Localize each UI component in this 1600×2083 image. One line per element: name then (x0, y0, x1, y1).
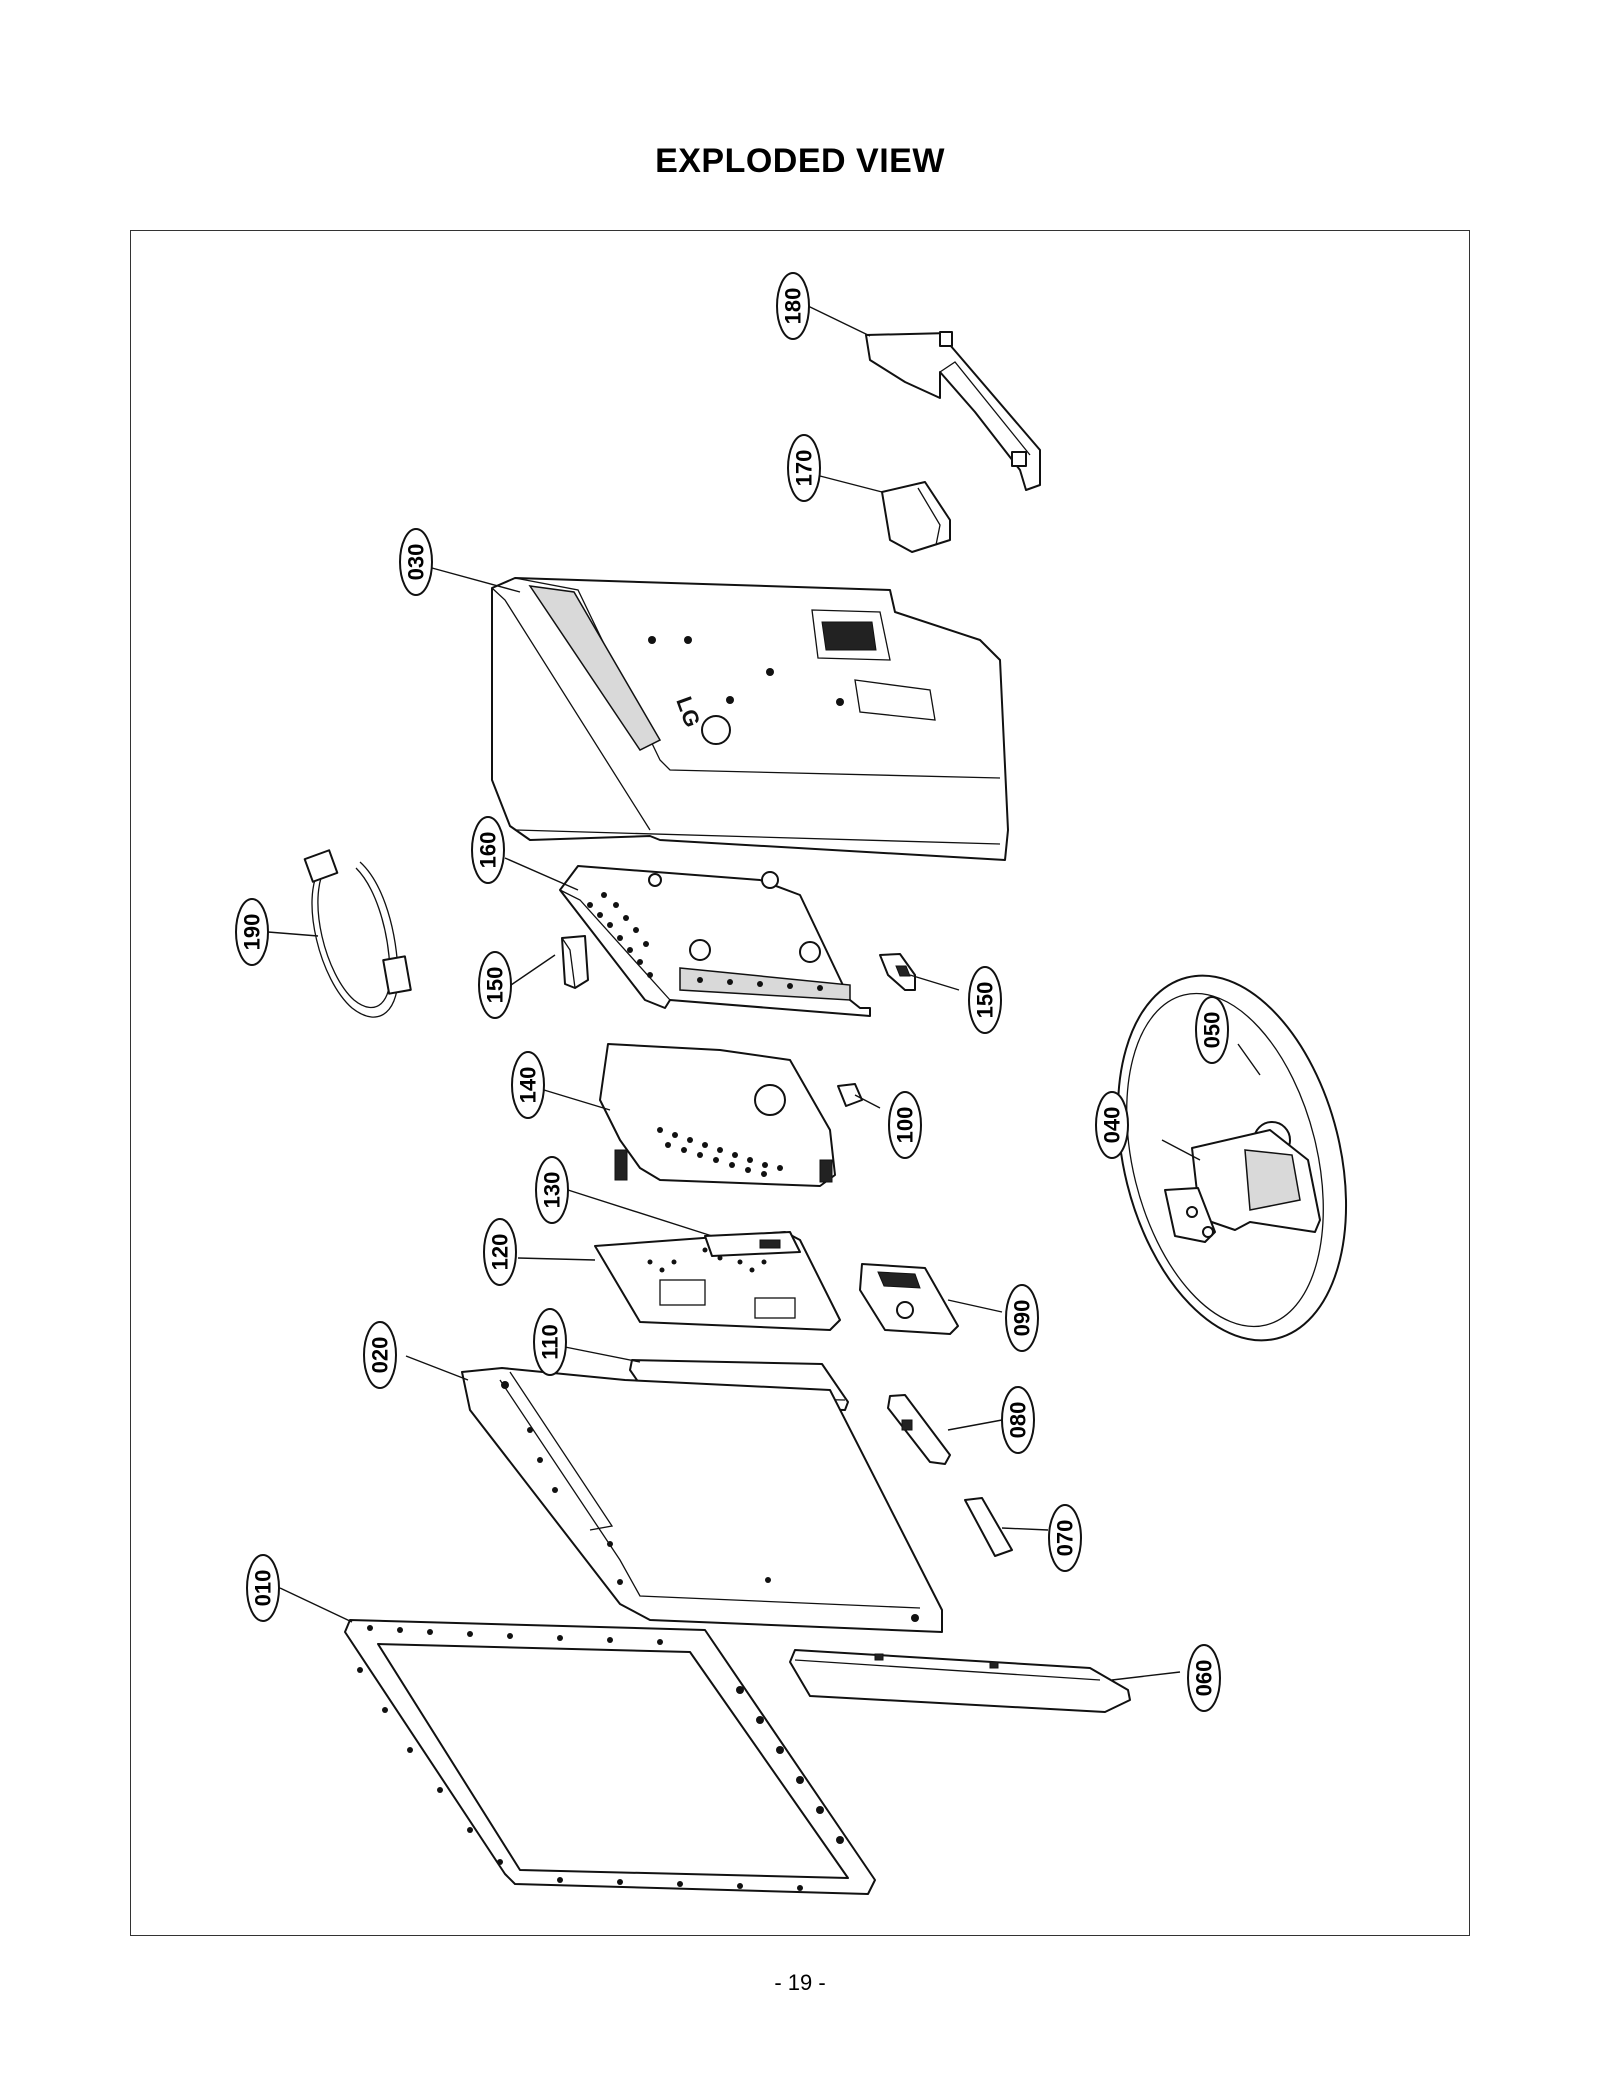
callout-130: 130 (535, 1156, 569, 1224)
callout-010: 010 (246, 1554, 280, 1622)
callout-150-right: 150 (968, 966, 1002, 1034)
svg-text:080: 080 (1006, 1402, 1031, 1439)
part-020-frame (461, 1367, 943, 1633)
part-090-bracket (859, 1263, 959, 1335)
svg-text:040: 040 (1100, 1107, 1125, 1144)
callout-150-left: 150 (478, 951, 512, 1019)
part-140-shield-plate (599, 1043, 836, 1187)
svg-text:150: 150 (483, 967, 508, 1004)
svg-text:090: 090 (1010, 1300, 1035, 1337)
svg-text:130: 130 (540, 1172, 565, 1209)
svg-text:180: 180 (781, 288, 806, 325)
part-170-cover (881, 481, 951, 553)
part-150-right-clip (879, 953, 916, 991)
page-title: EXPLODED VIEW (655, 142, 945, 180)
diagram-frame (130, 230, 1470, 1936)
svg-text:060: 060 (1192, 1660, 1217, 1697)
svg-text:030: 030 (404, 544, 429, 581)
part-150-left-clip (561, 935, 589, 989)
svg-text:010: 010 (251, 1570, 276, 1607)
part-010-front-bezel (344, 1619, 876, 1895)
svg-text:100: 100 (893, 1107, 918, 1144)
callout-040: 040 (1095, 1091, 1129, 1159)
svg-text:150: 150 (973, 982, 998, 1019)
svg-text:160: 160 (476, 832, 501, 869)
svg-text:110: 110 (538, 1324, 563, 1360)
part-080-connector (887, 1394, 951, 1465)
callout-070: 070 (1048, 1504, 1082, 1572)
callouts: 180 170 030 160 190 150 150 050 (235, 272, 1229, 1712)
callout-080: 080 (1001, 1386, 1035, 1454)
svg-text:050: 050 (1200, 1012, 1225, 1049)
callout-090: 090 (1005, 1284, 1039, 1352)
callout-190: 190 (235, 898, 269, 966)
callout-160: 160 (471, 816, 505, 884)
part-180-bracket (865, 331, 1041, 491)
part-100-block (837, 1083, 863, 1107)
svg-text:120: 120 (488, 1234, 513, 1271)
part-130-board-component (704, 1231, 801, 1257)
callout-020: 020 (363, 1321, 397, 1389)
part-070-plate (964, 1497, 1013, 1557)
callout-170: 170 (787, 434, 821, 502)
callout-180: 180 (776, 272, 810, 340)
page-number: - 19 - (774, 1970, 826, 1995)
svg-text:140: 140 (516, 1067, 541, 1104)
callout-030: 030 (399, 528, 433, 596)
callout-140: 140 (511, 1051, 545, 1119)
part-120-main-board (594, 1231, 841, 1331)
part-030-back-cover: LG (491, 577, 1009, 861)
svg-text:070: 070 (1053, 1520, 1078, 1557)
svg-text:190: 190 (240, 914, 265, 951)
svg-text:170: 170 (792, 450, 817, 487)
callout-050: 050 (1195, 996, 1229, 1064)
callout-100: 100 (888, 1091, 922, 1159)
part-160-shield (559, 865, 871, 1017)
callout-060: 060 (1187, 1644, 1221, 1712)
svg-text:020: 020 (368, 1337, 393, 1374)
part-040-stand-neck (1164, 1129, 1321, 1243)
callout-110: 110 (533, 1308, 567, 1376)
part-060-bottom-bar (789, 1649, 1131, 1713)
callout-120: 120 (483, 1218, 517, 1286)
part-190-power-cord (303, 849, 412, 1018)
